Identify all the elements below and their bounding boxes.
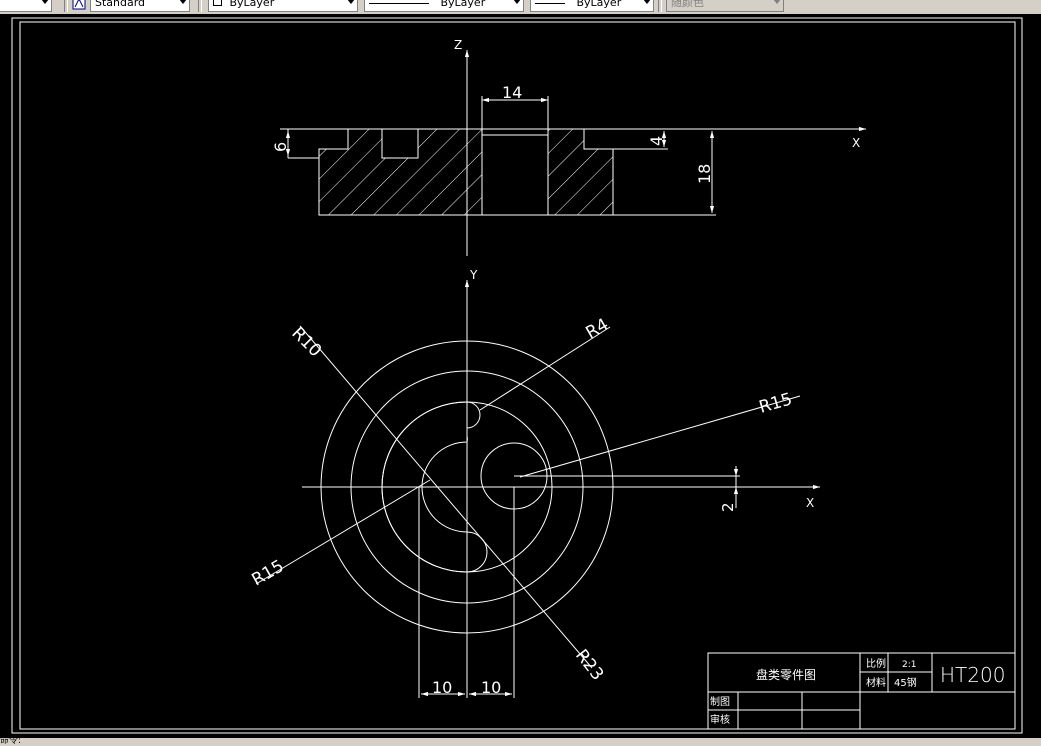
z-axis-label: Z	[454, 38, 462, 52]
scale-label: 比例	[866, 657, 886, 670]
chevron-down-icon	[41, 0, 49, 4]
lineweight-preview	[535, 2, 565, 4]
dim-style-dropdown[interactable]	[0, 0, 52, 12]
toolbar-separator	[658, 0, 662, 12]
section-view	[280, 50, 866, 256]
outer-frame	[11, 17, 1023, 734]
drawing-canvas[interactable]: Z X 14 6 4 18 Y X R10 R4 R15 R15 R23 2	[0, 14, 1041, 738]
lineweight-dropdown[interactable]: ByLayer	[530, 0, 654, 12]
dim-r15-right: R15	[757, 389, 795, 417]
layer-dropdown[interactable]: ByLayer	[208, 0, 358, 12]
checked-by-label: 审核	[710, 713, 730, 726]
dim-total-height: 18	[695, 164, 714, 184]
chevron-down-icon	[513, 0, 521, 4]
plan-view	[255, 280, 820, 698]
dim-width-right: 10	[481, 678, 501, 697]
title-block	[707, 652, 1016, 730]
chevron-down-icon	[643, 0, 651, 4]
x-axis-label-top: X	[852, 136, 860, 150]
dim-r4: R4	[583, 315, 613, 344]
color-swatch-icon	[213, 0, 222, 6]
scale-value: 2:1	[902, 660, 916, 670]
drawn-by-label: 制图	[710, 695, 730, 708]
inner-frame	[19, 21, 1016, 730]
part-name: 盘类零件图	[756, 667, 816, 682]
chevron-down-icon	[179, 0, 187, 4]
cad-drawing: Z X 14 6 4 18 Y X R10 R4 R15 R15 R23 2	[11, 17, 1023, 734]
text-style-icon[interactable]	[72, 0, 86, 10]
text-style-value: Standard	[95, 0, 146, 9]
y-axis-label: Y	[469, 268, 478, 282]
material-value: 45钢	[894, 676, 917, 689]
dim-r23: R23	[571, 646, 607, 685]
x-axis-label-bottom: X	[806, 496, 814, 510]
dim-center-offset: 2	[719, 502, 737, 512]
drawing-code: HT200	[940, 663, 1005, 687]
linetype-preview	[369, 2, 429, 4]
dim-width-left: 10	[432, 678, 452, 697]
material-label: 材料	[866, 676, 886, 689]
text-style-dropdown[interactable]: Standard	[90, 0, 190, 12]
plot-style-value: 随颜色	[671, 0, 704, 9]
dim-right-depth: 4	[647, 136, 666, 146]
dim-left-depth: 6	[271, 142, 290, 152]
toolbar-separator	[64, 0, 68, 12]
lineweight-value: ByLayer	[576, 0, 622, 9]
properties-toolbar: Standard ByLayer ByLayer ByLayer 随颜色	[0, 0, 1041, 15]
command-prompt: 命令:	[0, 736, 22, 746]
command-line[interactable]: 命令:	[0, 736, 1041, 746]
chevron-down-icon	[773, 0, 781, 4]
dim-r15-left: R15	[249, 556, 288, 590]
linetype-value: ByLayer	[440, 0, 486, 9]
dim-bore-width: 14	[502, 83, 522, 102]
linetype-dropdown[interactable]: ByLayer	[364, 0, 524, 12]
plot-style-dropdown[interactable]: 随颜色	[666, 0, 784, 12]
dim-r10: R10	[287, 323, 325, 361]
chevron-down-icon	[347, 0, 355, 4]
toolbar-separator	[198, 0, 202, 12]
layer-value: ByLayer	[229, 0, 275, 9]
